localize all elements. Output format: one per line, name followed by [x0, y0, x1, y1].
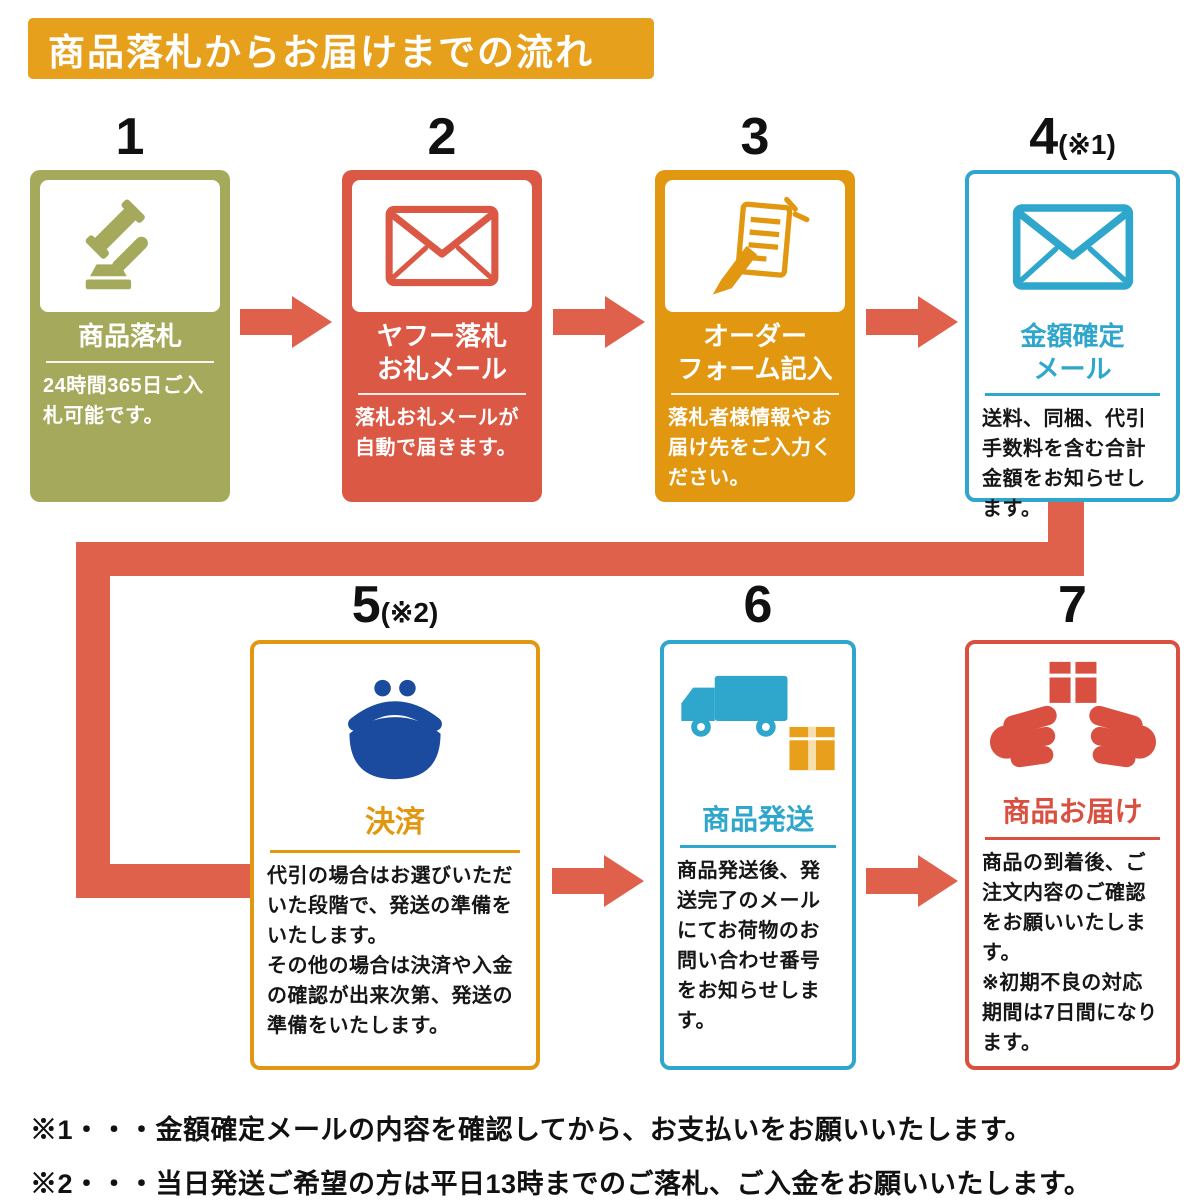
arrow-right-icon [866, 855, 958, 907]
icon-area [969, 644, 1176, 794]
title-divider [270, 849, 520, 853]
page-title: 商品落札からお届けまでの流れ [48, 31, 594, 73]
step-number-value: 5 [351, 576, 381, 634]
icon-area [254, 644, 536, 804]
mail-icon [1012, 204, 1133, 290]
step-title: 金額確定 メール [1020, 321, 1125, 384]
mail-icon [385, 205, 499, 287]
step-box-price-mail: 金額確定 メール 送料、同梱、代引手数料を含む合計金額をお知らせします。 [965, 170, 1180, 520]
step-box-shipping: 商品発送 商品発送後、発送完了のメールにてお荷物のお問い合わせ番号をお知らせしま… [660, 640, 856, 1070]
step-description: 商品発送後、発送完了のメールにてお荷物のお問い合わせ番号をお知らせします。 [677, 860, 821, 1032]
arrow-right-icon [240, 296, 332, 348]
arrow-right-icon [552, 855, 644, 907]
step-description: 24時間365日ご入札可能です。 [43, 374, 204, 427]
step-number-2: 2 [342, 110, 542, 165]
title-divider [46, 360, 214, 363]
step-title: 商品お届け [1002, 796, 1143, 827]
flow-connector-into-step5 [76, 864, 254, 898]
hands-package-icon [989, 661, 1156, 767]
arrow-right-icon [866, 296, 958, 348]
step-title: 商品発送 [701, 804, 814, 835]
step-box-payment: 決済 代引の場合はお選びいただいた段階で、発送の準備をいたします。 その他の場合… [250, 640, 540, 1070]
step-number-value: 4 [1029, 108, 1059, 166]
step-title: 決済 [365, 806, 425, 839]
icon-tile [40, 180, 220, 312]
step-number-4: 4(※1) [965, 110, 1180, 165]
step-number-suffix: (※2) [380, 597, 439, 628]
step-number-5: 5(※2) [250, 578, 540, 633]
icon-area [664, 644, 852, 802]
coin-purse-icon [348, 679, 442, 780]
step-number-value: 6 [743, 576, 773, 634]
step-number-6: 6 [660, 578, 856, 633]
step-number-value: 2 [427, 108, 457, 166]
icon-tile [352, 180, 532, 312]
step-description: 落札者様情報やお届け先をご入力ください。 [668, 407, 832, 489]
step-number-value: 3 [740, 108, 770, 166]
footnote-2: ※2・・・当日発送ご希望の方は平日13時までのご落札、ご入金をお願いいたします。 [30, 1169, 1092, 1199]
step-description: 落札お礼メールが自動で届きます。 [355, 407, 519, 459]
flow-connector-across-top [76, 542, 1084, 576]
footnote-1: ※1・・・金額確定メールの内容を確認してから、お支払いをお願いいたします。 [30, 1115, 1033, 1145]
header-banner: 商品落札からお届けまでの流れ [28, 18, 654, 79]
title-divider [985, 393, 1160, 396]
step-title: 商品落札 [77, 321, 182, 351]
step-number-value: 7 [1058, 576, 1087, 634]
step-title: オーダー フォーム記入 [677, 321, 833, 384]
step-description: 代引の場合はお選びいただいた段階で、発送の準備をいたします。 その他の場合は決済… [267, 864, 513, 1037]
arrow-right-icon [553, 296, 645, 348]
step-title: ヤフー落札 お礼メール [376, 321, 507, 384]
icon-tile [665, 180, 845, 312]
title-divider [358, 393, 526, 395]
step-box-auction-win: 商品落札 24時間365日ご入札可能です。 [30, 170, 230, 502]
title-divider [985, 837, 1160, 840]
step-box-delivery: 商品お届け 商品の到着後、ご注文内容のご確認をお願いいたします。 ※初期不良の対… [965, 640, 1180, 1070]
step-number-1: 1 [30, 110, 230, 165]
step-number-suffix: (※1) [1058, 129, 1116, 160]
step-number-7: 7 [965, 578, 1180, 633]
gavel-icon [85, 199, 148, 290]
title-divider [671, 393, 839, 395]
icon-area [969, 174, 1176, 320]
step-box-order-form: オーダー フォーム記入 落札者様情報やお届け先をご入力ください。 [655, 170, 855, 502]
flow-connector-down-left [76, 542, 110, 898]
title-divider [680, 845, 836, 848]
order-form-icon [712, 196, 810, 295]
step-number-value: 1 [115, 108, 145, 166]
step-box-thankyou-mail: ヤフー落札 お礼メール 落札お礼メールが自動で届きます。 [342, 170, 542, 502]
delivery-truck-icon [681, 675, 835, 771]
step-description: 送料、同梱、代引手数料を含む合計金額をお知らせします。 [982, 408, 1146, 520]
step-number-3: 3 [655, 110, 855, 165]
step-description: 商品の到着後、ご注文内容のご確認をお願いいたします。 ※初期不良の対応期間は7日… [982, 852, 1158, 1054]
